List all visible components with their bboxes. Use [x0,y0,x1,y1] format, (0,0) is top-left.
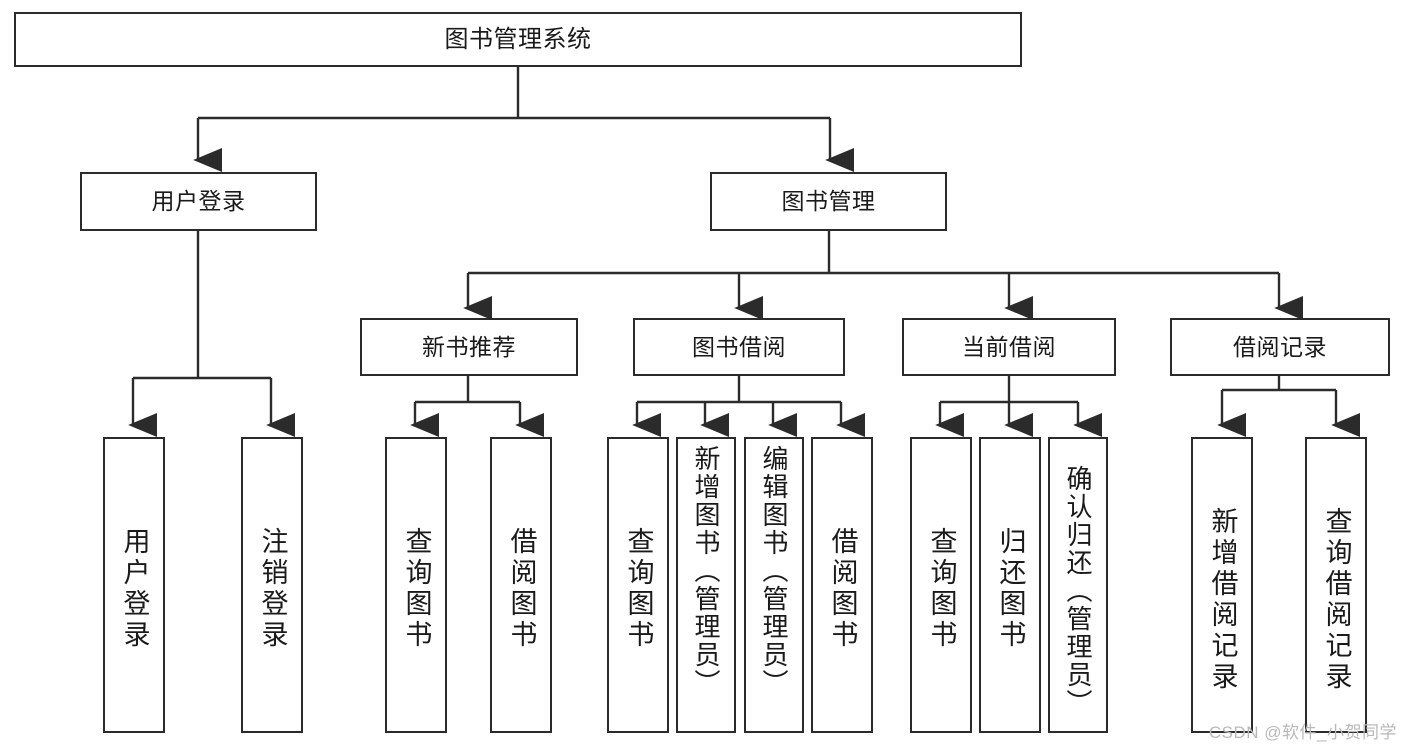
node-label: 查询图书 [401,527,432,651]
node-book-borrowing[interactable]: 图书借阅 [633,318,845,376]
node-label: 图书借阅 [692,333,786,360]
node-leaf-query-books-borrow[interactable]: 查询图书 [607,437,669,733]
node-label: 借阅图书 [506,527,537,651]
node-label: 编辑图书（管理员） [759,445,789,697]
node-new-book-recommendation[interactable]: 新书推荐 [360,318,578,376]
node-leaf-borrow-books-borrow[interactable]: 借阅图书 [811,437,873,733]
node-user-login[interactable]: 用户登录 [80,172,317,231]
node-leaf-borrow-books-newbook[interactable]: 借阅图书 [490,437,552,733]
node-label: 借阅记录 [1233,333,1327,360]
node-label: 查询借阅记录 [1321,507,1352,693]
node-label: 新书推荐 [422,333,516,360]
node-label: 图书管理系统 [444,25,592,53]
node-leaf-user-login[interactable]: 用户登录 [103,437,165,733]
node-leaf-add-borrow-record[interactable]: 新增借阅记录 [1191,437,1253,733]
node-leaf-return-books[interactable]: 归还图书 [979,437,1041,733]
node-label: 查询图书 [623,527,654,651]
node-label: 新增借阅记录 [1207,507,1238,693]
node-leaf-query-books-newbook[interactable]: 查询图书 [385,437,447,733]
node-label: 借阅图书 [827,527,858,651]
node-leaf-edit-book-admin[interactable]: 编辑图书（管理员） [744,437,804,733]
node-leaf-confirm-return-admin[interactable]: 确认归还（管理员） [1048,437,1108,733]
node-label: 用户登录 [119,527,150,651]
node-label: 用户登录 [151,188,246,215]
node-label: 查询图书 [926,527,957,651]
node-leaf-add-book-admin[interactable]: 新增图书（管理员） [676,437,736,733]
node-borrowing-records[interactable]: 借阅记录 [1170,318,1390,376]
node-label: 确认归还（管理员） [1063,465,1093,717]
node-leaf-query-borrow-record[interactable]: 查询借阅记录 [1305,437,1367,733]
node-leaf-query-books-current[interactable]: 查询图书 [910,437,972,733]
node-label: 当前借阅 [962,333,1056,360]
node-leaf-logout[interactable]: 注销登录 [241,437,303,733]
node-book-management[interactable]: 图书管理 [710,172,947,231]
node-label: 注销登录 [257,527,288,651]
node-label: 图书管理 [781,188,876,215]
node-label: 新增图书（管理员） [691,445,721,697]
node-current-borrowing[interactable]: 当前借阅 [902,318,1116,376]
node-label: 归还图书 [995,527,1026,651]
node-root-book-management-system[interactable]: 图书管理系统 [14,12,1022,67]
csdn-watermark: CSDN @软件_小贺同学 [1208,723,1397,742]
